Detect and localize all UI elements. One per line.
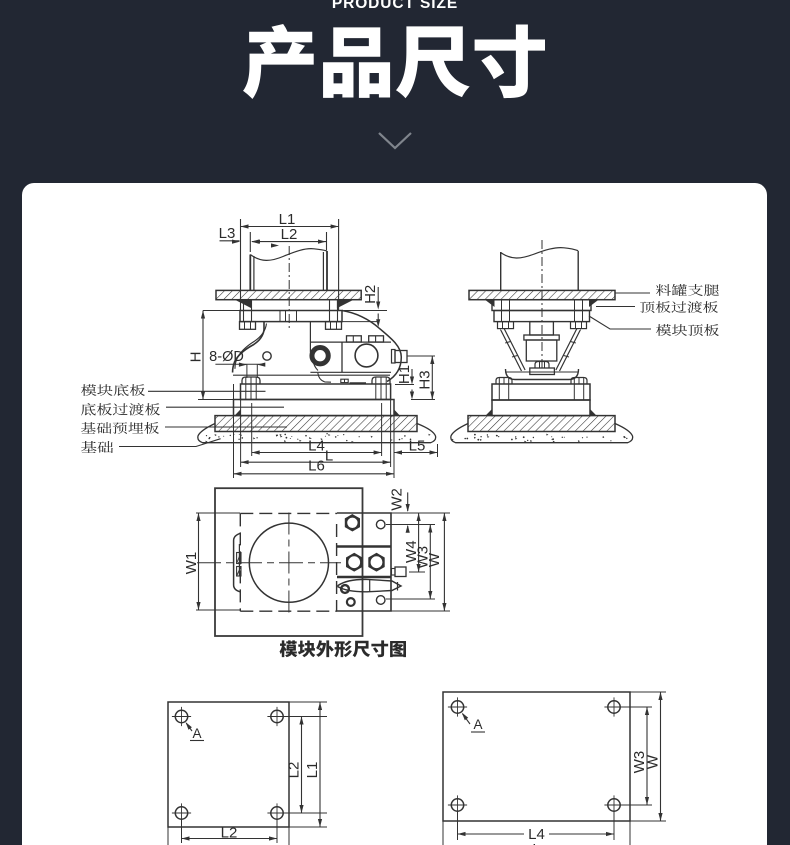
svg-text:L2: L2 (221, 824, 238, 841)
svg-text:L4: L4 (528, 826, 545, 843)
svg-text:A: A (192, 726, 201, 741)
svg-text:W4: W4 (403, 540, 420, 563)
svg-text:L2: L2 (285, 762, 302, 779)
svg-text:L1: L1 (279, 211, 296, 228)
svg-text:L: L (325, 448, 333, 465)
svg-text:L1: L1 (304, 762, 321, 779)
svg-text:W3: W3 (415, 546, 432, 569)
svg-text:8-ØD: 8-ØD (209, 349, 244, 365)
svg-text:L: L (532, 841, 540, 845)
svg-text:W: W (644, 754, 661, 769)
svg-text:W3: W3 (631, 751, 648, 774)
svg-text:L6: L6 (308, 457, 325, 474)
svg-text:H2: H2 (362, 285, 379, 304)
svg-text:A: A (473, 717, 482, 732)
svg-text:L3: L3 (219, 225, 236, 242)
svg-text:H1: H1 (396, 365, 413, 384)
svg-text:L2: L2 (281, 226, 298, 243)
svg-text:H3: H3 (417, 370, 434, 389)
svg-text:H: H (187, 352, 204, 363)
svg-text:L4: L4 (308, 437, 325, 454)
svg-text:L5: L5 (409, 437, 426, 454)
svg-text:W: W (426, 552, 443, 567)
svg-text:W1: W1 (183, 552, 200, 575)
svg-text:W2: W2 (389, 488, 406, 511)
